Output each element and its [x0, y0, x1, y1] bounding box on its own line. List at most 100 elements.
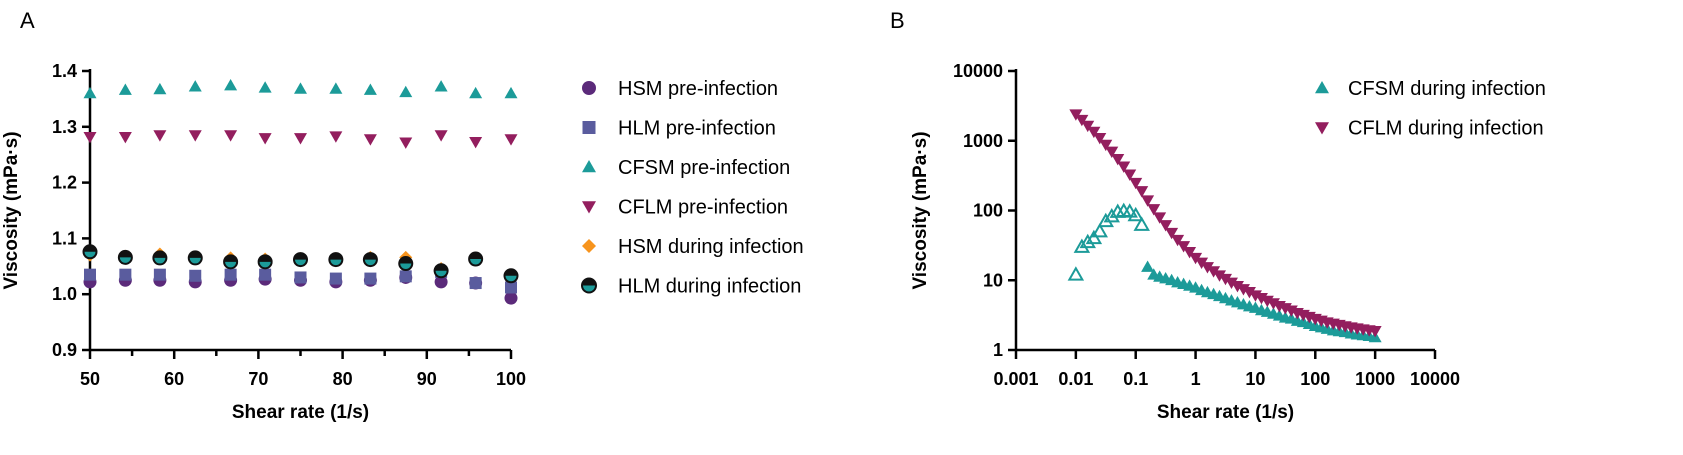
data-point — [1105, 146, 1119, 159]
data-point — [329, 82, 343, 94]
data-point — [362, 252, 378, 268]
data-point — [258, 133, 272, 145]
legend-label: CFLM pre-infection — [618, 197, 788, 219]
data-point — [1153, 212, 1167, 224]
legend-label: CFLM during infection — [1348, 118, 1544, 140]
data-point — [329, 131, 343, 143]
y-tick-label-a: 1.3 — [52, 117, 77, 137]
data-point — [224, 268, 237, 281]
data-point — [294, 82, 307, 94]
data-point — [434, 80, 448, 92]
data-point — [153, 82, 167, 95]
y-tick-label-a: 1.2 — [52, 173, 77, 193]
data-point — [1218, 273, 1232, 286]
x-axis-label-b: Shear rate (1/s) — [1157, 402, 1294, 423]
data-point — [1111, 153, 1125, 166]
y-tick-label-b: 100 — [973, 201, 1003, 221]
data-point — [294, 271, 307, 284]
data-point — [398, 256, 414, 272]
x-tick-label-b: 0.01 — [1058, 369, 1093, 389]
data-point — [1200, 262, 1214, 274]
data-point — [223, 254, 239, 270]
data-point — [1242, 287, 1256, 299]
data-point — [1091, 222, 1109, 238]
x-tick-label-a: 90 — [417, 369, 437, 389]
data-point — [434, 130, 448, 142]
legend-label: HSM during infection — [618, 236, 804, 258]
data-point — [363, 83, 377, 95]
data-point — [1236, 284, 1250, 296]
data-point — [153, 268, 166, 281]
data-point — [1141, 260, 1155, 272]
y-tick-label-b: 1000 — [963, 131, 1003, 151]
data-point — [1117, 161, 1131, 173]
data-point — [1075, 114, 1089, 127]
y-tick-label-a: 0.9 — [52, 340, 77, 360]
x-tick-label-a: 50 — [80, 369, 100, 389]
data-point — [1093, 132, 1107, 145]
data-point — [119, 268, 132, 281]
data-point — [1171, 234, 1185, 247]
y-tick-label-a: 1.0 — [52, 284, 77, 304]
legend-marker — [582, 239, 596, 253]
data-point — [1368, 326, 1382, 338]
x-tick-label-b: 100 — [1300, 369, 1330, 389]
data-point — [1103, 207, 1120, 223]
x-tick-label-b: 10000 — [1410, 369, 1460, 389]
legend-marker — [582, 81, 596, 95]
data-point — [1067, 266, 1085, 281]
data-point — [1099, 139, 1113, 152]
data-point — [84, 268, 96, 281]
data-point — [1165, 227, 1179, 240]
data-point — [188, 130, 202, 142]
data-point — [259, 268, 272, 281]
legend-label: HLM during infection — [618, 276, 801, 298]
data-point — [469, 136, 483, 149]
data-point — [1177, 241, 1191, 253]
data-point — [363, 134, 377, 146]
data-point — [188, 80, 202, 92]
data-point — [469, 86, 483, 99]
data-point — [1212, 270, 1226, 282]
legend-label: HLM pre-infection — [618, 118, 776, 140]
data-point — [293, 252, 308, 268]
data-point — [1073, 238, 1091, 253]
data-point — [294, 133, 307, 145]
data-point — [258, 81, 272, 93]
series-a-3 — [83, 130, 518, 149]
data-point — [399, 270, 412, 283]
legend-marker — [581, 277, 597, 294]
data-point — [1127, 206, 1144, 222]
series-a-2 — [83, 79, 518, 99]
data-point — [1129, 177, 1143, 190]
data-point — [1195, 257, 1209, 269]
data-point — [189, 269, 202, 282]
data-point — [1133, 216, 1150, 231]
data-point — [117, 249, 133, 265]
data-point — [504, 291, 518, 305]
panel-label-b: B — [890, 8, 905, 33]
y-axis-label-b: Viscosity (mPa·s) — [910, 131, 931, 289]
data-point — [399, 137, 413, 149]
data-point — [83, 131, 97, 144]
data-point — [1207, 266, 1221, 278]
x-tick-label-b: 1 — [1191, 369, 1201, 389]
x-tick-label-b: 0.1 — [1123, 369, 1148, 389]
data-point — [364, 272, 377, 285]
data-point — [82, 244, 98, 260]
data-point — [1081, 120, 1095, 133]
data-point — [1123, 169, 1137, 181]
data-point — [1085, 229, 1103, 245]
data-point — [1141, 195, 1155, 207]
data-point — [328, 252, 344, 268]
legend-marker — [1315, 122, 1329, 135]
legend-label: CFSM during infection — [1348, 78, 1546, 100]
data-point — [1189, 252, 1203, 265]
data-point — [433, 263, 449, 279]
data-point — [257, 254, 273, 270]
x-tick-label-b: 1000 — [1355, 369, 1395, 389]
